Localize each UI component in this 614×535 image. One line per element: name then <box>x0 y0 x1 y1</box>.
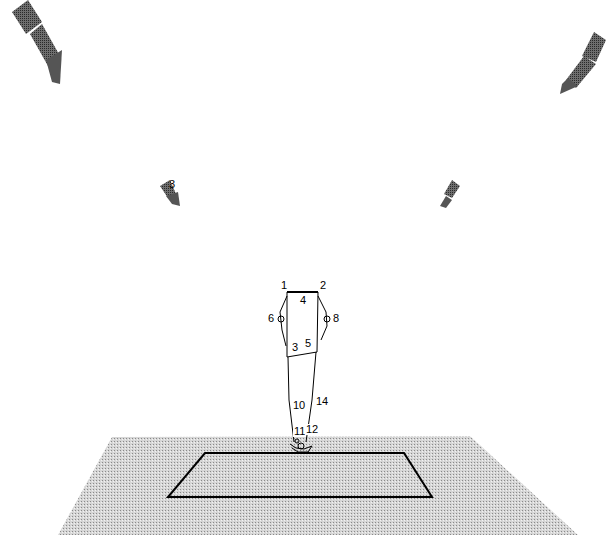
camera-mid-right <box>440 180 460 208</box>
callout-number: 4 <box>299 295 307 306</box>
callout-number: 8 <box>332 313 340 324</box>
callout-number: 3 <box>291 342 299 353</box>
callout-number: 6 <box>267 313 275 324</box>
capture-area <box>168 453 432 497</box>
callout-number: 2 <box>319 280 327 291</box>
callout-number: 10 <box>292 400 306 411</box>
callout-number: 12 <box>305 424 319 435</box>
camera-top-right <box>560 32 606 94</box>
camera-mid-left <box>160 180 180 206</box>
floor-plane <box>58 436 578 535</box>
callout-number: 3 <box>168 179 176 190</box>
callout-number: 1 <box>280 280 288 291</box>
stick-figure <box>278 292 330 452</box>
callout-number: 5 <box>304 338 312 349</box>
camera-top-left <box>12 0 62 84</box>
callout-number: 14 <box>315 396 329 407</box>
